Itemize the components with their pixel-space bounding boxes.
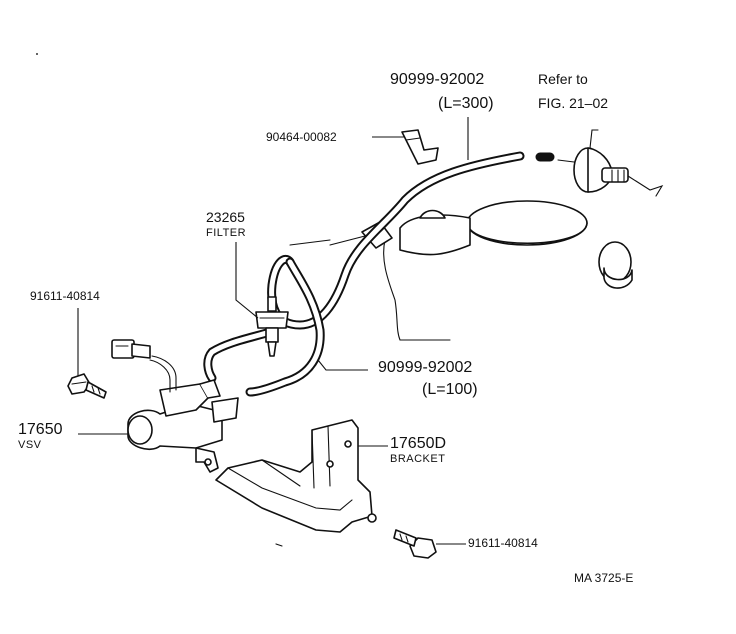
mounting-bracket <box>215 419 377 547</box>
hose-short-length: (L=100) <box>422 381 478 398</box>
vsv-valve <box>111 339 239 473</box>
bracket-part-number: 17650D <box>390 435 447 452</box>
bolt-upper-part-number: 91611-40814 <box>30 289 100 303</box>
air-cleaner-housing <box>289 200 588 341</box>
bolt-upper <box>67 373 107 399</box>
bolt-lower <box>393 529 437 559</box>
hose-vsv-to-filter <box>203 327 275 383</box>
hose-main-length: (L=300) <box>438 95 494 112</box>
hose-short-l100 <box>245 257 325 397</box>
hose-main-part-number: 90999-92002 <box>390 71 485 88</box>
figure-code: MA 3725-E <box>574 571 634 585</box>
vsv-part-number: 17650 <box>18 421 63 438</box>
filter-part-number: 23265 <box>206 209 245 225</box>
leader-lines <box>77 117 469 545</box>
bolt-lower-part-number: 91611-40814 <box>468 536 538 550</box>
vacuum-filter <box>255 296 289 357</box>
refer-to-label: Refer to <box>538 71 588 87</box>
vacuum-actuator <box>557 129 664 289</box>
clip-part-number: 90464-00082 <box>266 130 337 144</box>
bracket-name: BRACKET <box>390 453 446 465</box>
scan-speck <box>36 53 38 55</box>
filter-name: FILTER <box>206 227 247 239</box>
hose-short-part-number: 90999-92002 <box>378 359 473 376</box>
vsv-name: VSV <box>18 439 42 451</box>
hose-clip <box>401 129 439 165</box>
hose-long-l300 <box>267 151 555 330</box>
refer-figure-label: FIG. 21–02 <box>538 95 609 111</box>
